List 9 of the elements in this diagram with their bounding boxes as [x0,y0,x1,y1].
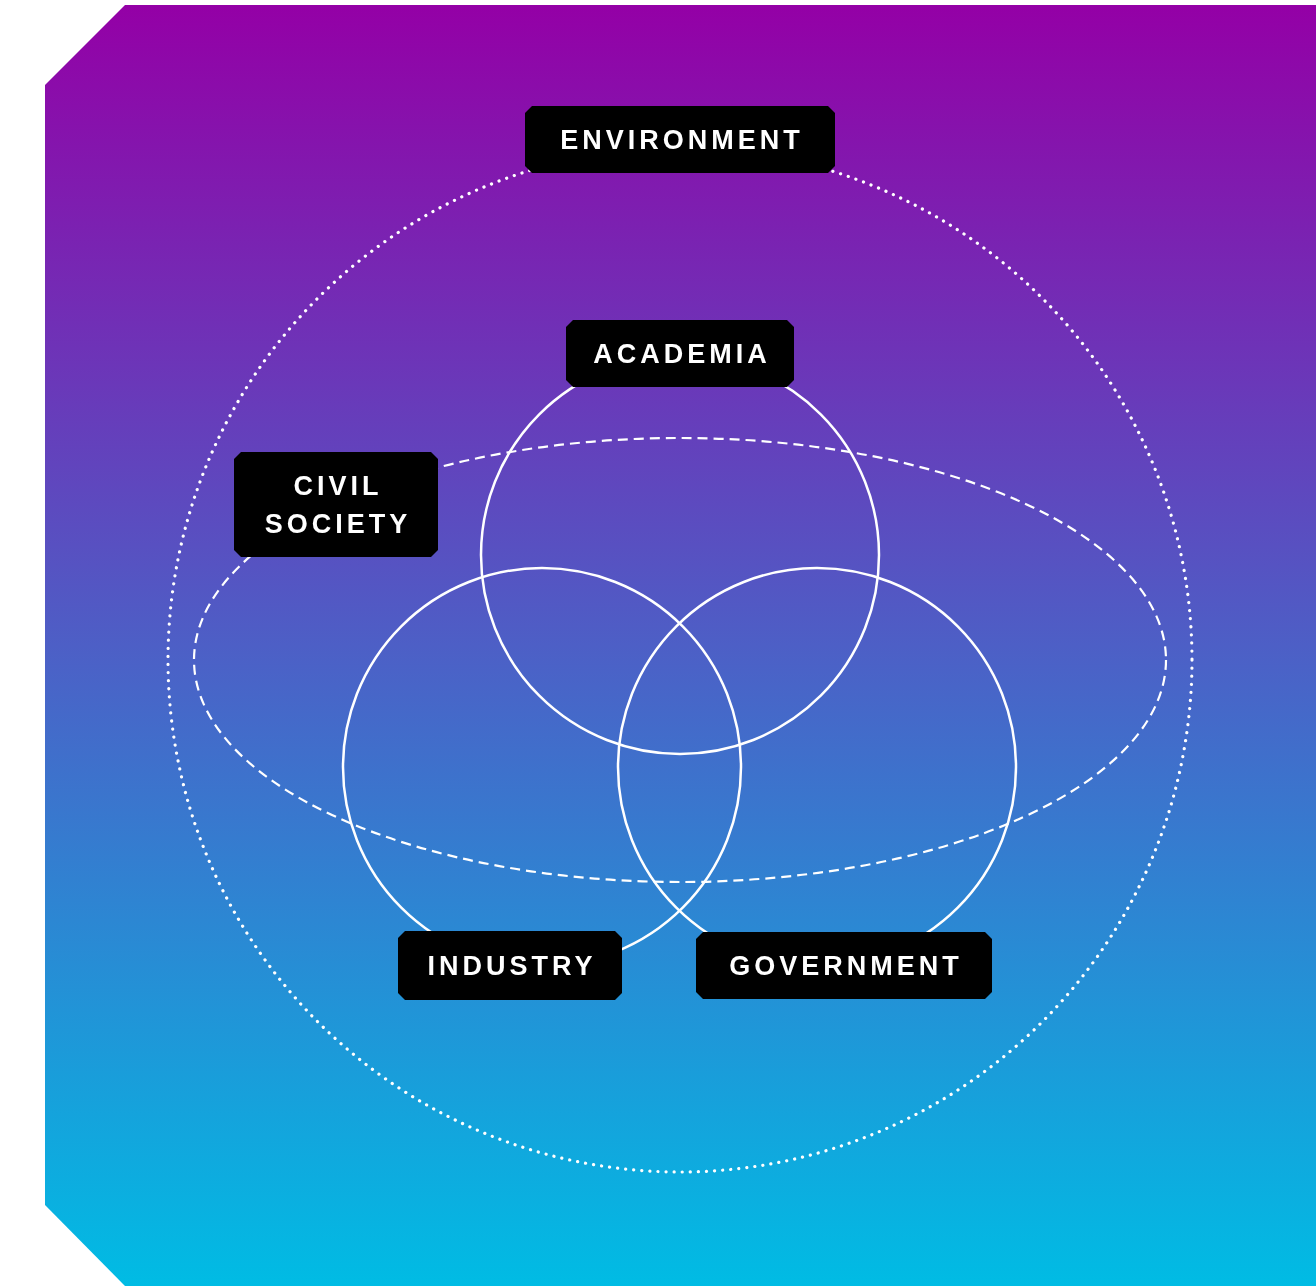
category-tag: INDUSTRY [398,931,622,1000]
category-tag: GOVERNMENT [696,932,992,999]
venn-circle [618,568,1016,999]
category-tag: CIVIL SOCIETY [234,452,438,557]
dotted-circle [168,106,1192,1172]
category-tag: ENVIRONMENT [525,106,835,173]
venn-circle [481,320,879,754]
dashed-ellipse [194,438,1166,882]
category-tag: ACADEMIA [566,320,794,387]
